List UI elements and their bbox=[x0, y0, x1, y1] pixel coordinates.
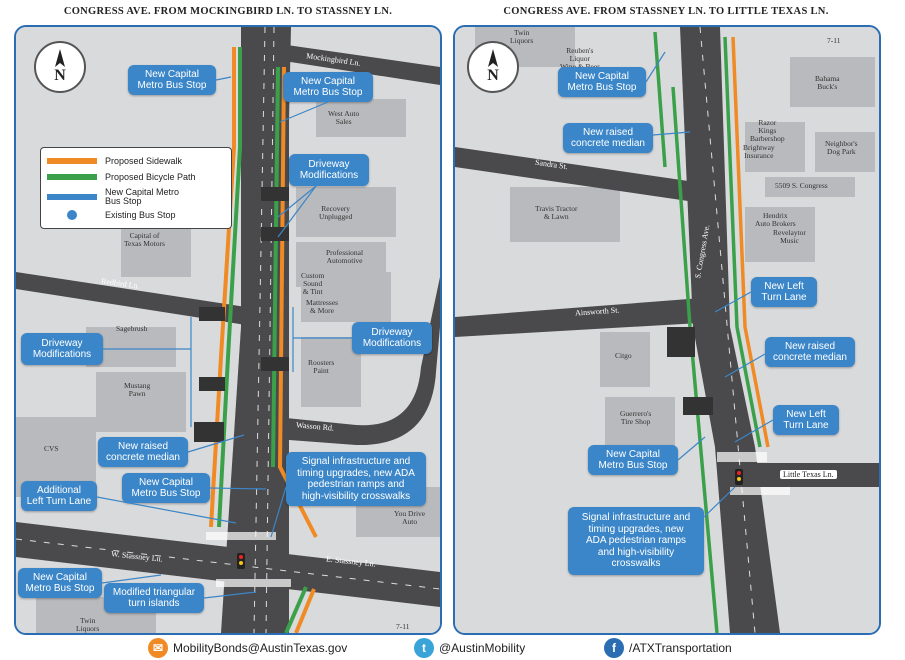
place-5509: 5509 S. Congress bbox=[775, 181, 828, 190]
street-little-texas: Little Texas Ln. bbox=[780, 470, 837, 479]
left-panel-title: CONGRESS AVE. FROM MOCKINGBIRD LN. TO ST… bbox=[63, 6, 393, 17]
footer-email-text: MobilityBonds@AustinTexas.gov bbox=[173, 641, 348, 655]
place-guerreros: Guerrero's Tire Shop bbox=[620, 409, 652, 426]
compass-label: N bbox=[54, 67, 66, 84]
place-you-drive: You Drive Auto bbox=[394, 509, 426, 526]
north-arrow-icon bbox=[55, 49, 65, 67]
callout-bus-stop-1: New Capital Metro Bus Stop bbox=[128, 65, 216, 95]
legend-label: Existing Bus Stop bbox=[105, 210, 176, 220]
place-7-11: 7-11 bbox=[396, 622, 410, 631]
compass-label: N bbox=[487, 67, 499, 84]
footer-facebook[interactable]: f /ATXTransportation bbox=[604, 638, 732, 658]
email-icon: ✉ bbox=[148, 638, 168, 658]
callout-raised-median-1: New raised concrete median bbox=[563, 123, 653, 153]
legend-label: New Capital Metro Bus Stop bbox=[105, 187, 180, 207]
facebook-icon: f bbox=[604, 638, 624, 658]
callout-bus-stop-3: New Capital Metro Bus Stop bbox=[122, 473, 210, 503]
place-reubens: Reuben's Liquor Wine & Beer bbox=[560, 46, 600, 71]
existing-bus-stop-icon bbox=[67, 210, 77, 220]
place-razor-kings: Razor Kings Barbershop bbox=[750, 118, 785, 143]
footer-facebook-text: /ATXTransportation bbox=[629, 641, 732, 655]
place-mattresses: Mattresses & More bbox=[306, 298, 339, 315]
north-arrow-icon bbox=[488, 49, 498, 67]
footer-twitter[interactable]: t @AustinMobility bbox=[414, 638, 525, 658]
right-panel-title: CONGRESS AVE. FROM STASSNEY LN. TO LITTL… bbox=[503, 6, 829, 17]
callout-raised-median-2: New raised concrete median bbox=[765, 337, 855, 367]
place-west-auto: West Auto Sales bbox=[328, 109, 360, 126]
right-map[interactable]: N Sandra St. Ainsworth St. S. Congress A… bbox=[453, 25, 881, 635]
left-map[interactable]: N Proposed Sidewalk Proposed Bicycle Pat… bbox=[14, 25, 442, 635]
place-citgo: Citgo bbox=[615, 351, 632, 360]
callout-bus-stop-1: New Capital Metro Bus Stop bbox=[558, 67, 646, 97]
legend-row-bicycle: Proposed Bicycle Path bbox=[47, 172, 196, 182]
place-neighbors-dog-park: Neighbor's Dog Park bbox=[825, 139, 858, 156]
north-compass-icon: N bbox=[467, 41, 519, 93]
place-mustang-pawn: Mustang Pawn bbox=[124, 381, 151, 398]
twitter-icon: t bbox=[414, 638, 434, 658]
place-roosters: Roosters Paint bbox=[308, 358, 335, 375]
legend-label: Proposed Bicycle Path bbox=[105, 172, 196, 182]
right-map-canvas bbox=[455, 27, 879, 633]
footer-twitter-text: @AustinMobility bbox=[439, 641, 526, 655]
place-capital-texas-motors: Capital of Texas Motors bbox=[124, 231, 165, 248]
callout-left-turn-1: New Left Turn Lane bbox=[751, 277, 817, 307]
place-professional-automotive: Professional Automotive bbox=[326, 248, 364, 265]
callout-signal-upgrades: Signal infrastructure and timing upgrade… bbox=[286, 452, 426, 506]
callout-driveway-2: Driveway Modifications bbox=[21, 333, 103, 365]
place-bahama-bucks: Bahama Buck's bbox=[815, 74, 840, 91]
callout-driveway-3: Driveway Modifications bbox=[352, 322, 432, 354]
legend-row-sidewalk: Proposed Sidewalk bbox=[47, 156, 182, 166]
callout-left-turn-lane: Additional Left Turn Lane bbox=[21, 481, 97, 511]
north-compass-icon: N bbox=[34, 41, 86, 93]
callout-bus-stop-2: New Capital Metro Bus Stop bbox=[283, 72, 373, 102]
place-7-11: 7-11 bbox=[827, 36, 841, 45]
bus-stop-swatch-icon bbox=[47, 194, 97, 201]
place-twin-liquors: Twin Liquors bbox=[76, 616, 100, 633]
place-travis-tractor: Travis Tractor & Lawn bbox=[535, 204, 578, 221]
callout-left-turn-2: New Left Turn Lane bbox=[773, 405, 839, 435]
legend-row-new-bus-stop: New Capital Metro Bus Stop bbox=[47, 187, 185, 207]
legend-row-existing-bus-stop: Existing Bus Stop bbox=[47, 210, 176, 220]
sidewalk-swatch-icon bbox=[47, 158, 97, 164]
place-recovery: Recovery Unplugged bbox=[319, 204, 353, 221]
place-revelaytor: Revelaytor Music bbox=[773, 228, 806, 245]
place-brightway: Brightway Insurance bbox=[743, 143, 775, 160]
callout-turn-islands: Modified triangular turn islands bbox=[104, 583, 204, 613]
place-twin-liquors: Twin Liquors bbox=[510, 28, 534, 45]
place-cvs: CVS bbox=[44, 444, 59, 453]
bike-path-swatch-icon bbox=[47, 174, 97, 180]
callout-signal-upgrades: Signal infrastructure and timing upgrade… bbox=[568, 507, 704, 575]
footer-email[interactable]: ✉ MobilityBonds@AustinTexas.gov bbox=[148, 638, 347, 658]
legend-label: Proposed Sidewalk bbox=[105, 156, 183, 166]
callout-bus-stop-2: New Capital Metro Bus Stop bbox=[588, 445, 678, 475]
callout-driveway-1: Driveway Modifications bbox=[289, 154, 369, 186]
map-legend: Proposed Sidewalk Proposed Bicycle Path … bbox=[40, 147, 232, 229]
callout-bus-stop-4: New Capital Metro Bus Stop bbox=[18, 568, 102, 598]
place-custom-sound: Custom Sound & Tint bbox=[301, 271, 325, 296]
place-sagebrush: Sagebrush bbox=[116, 324, 148, 333]
callout-raised-median: New raised concrete median bbox=[98, 437, 188, 467]
place-hendrix: Hendrix Auto Brokers bbox=[755, 211, 796, 228]
